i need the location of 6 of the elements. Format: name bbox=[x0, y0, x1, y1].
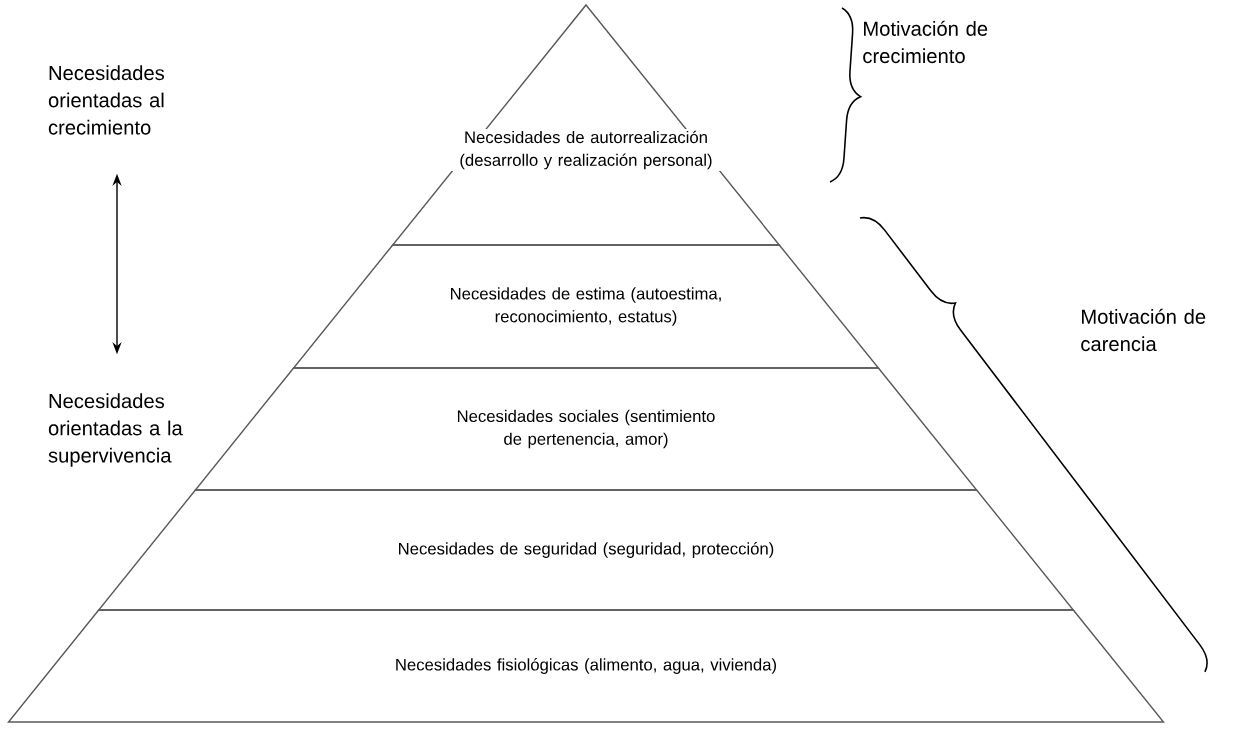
pyramid-level: Necesidades de estima (autoestima, reconocimiento, estatus) bbox=[292, 244, 880, 369]
pyramid-level: Necesidades fisiológicas (alimento, agua, vivienda) bbox=[7, 609, 1165, 723]
brace-label: Motivación de crecimiento bbox=[863, 20, 988, 64]
side-text: Necesidades orientadas al crecimiento bbox=[48, 65, 165, 135]
side-text: Necesidades orientadas a la supervivencia bbox=[48, 393, 183, 467]
brace-label: Motivación de carencia bbox=[1081, 308, 1206, 352]
